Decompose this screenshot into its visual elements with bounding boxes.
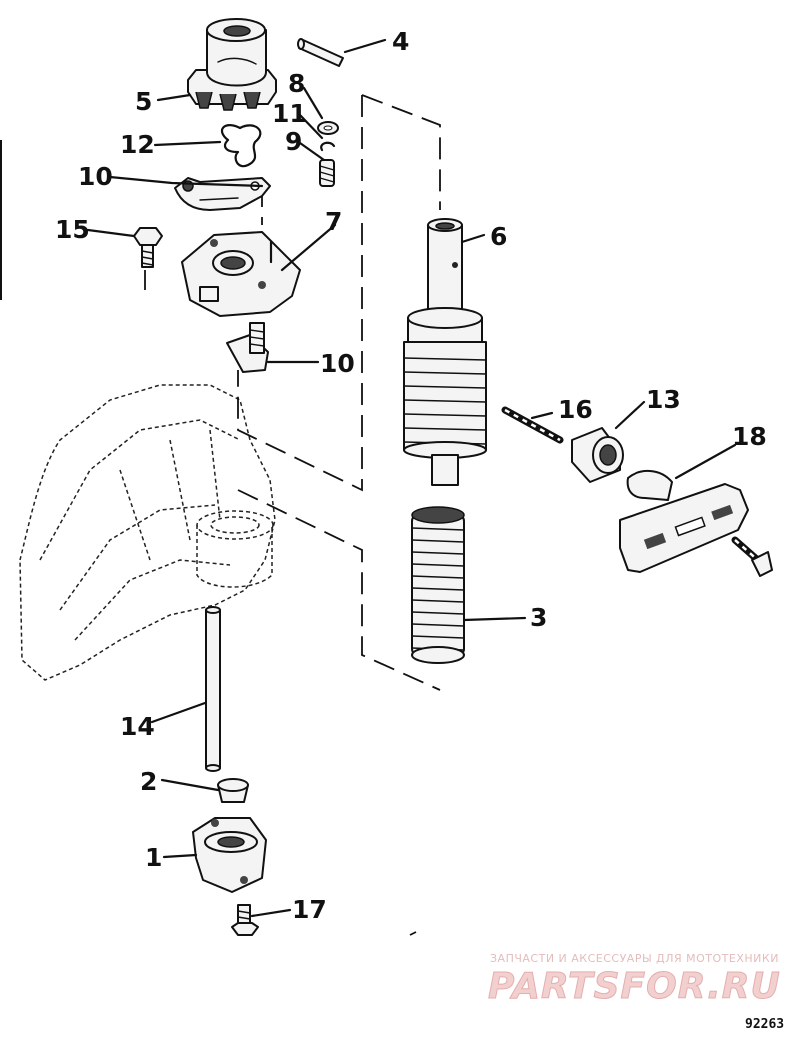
starter-handle: [619, 470, 749, 573]
callout-18: 18: [732, 422, 767, 451]
rod: [205, 606, 221, 772]
watermark-subtitle: ЗАПЧАСТИ И АКСЕССУАРЫ ДЛЯ МОТОТЕХНИКИ: [490, 952, 779, 965]
callout-8: 8: [288, 69, 305, 98]
figure-number: 92263: [745, 1017, 784, 1032]
callout-13: 13: [646, 385, 681, 414]
hex-bolt-lower: [231, 904, 259, 936]
small-washer: [317, 121, 339, 135]
callout-10-upper: 10: [78, 162, 113, 191]
pinion-gear: [187, 18, 277, 111]
hex-bolt-upper: [133, 227, 163, 268]
callout-11: 11: [272, 99, 307, 128]
callout-1: 1: [145, 843, 162, 872]
watermark-logo: PARTSFOR.RU: [488, 966, 781, 1007]
callout-14: 14: [120, 712, 155, 741]
callout-16: 16: [558, 395, 593, 424]
watermark: ЗАПЧАСТИ И АКСЕССУАРЫ ДЛЯ МОТОТЕХНИКИ PA…: [488, 952, 781, 1008]
leader-lines: [86, 38, 737, 918]
callout-17: 17: [292, 895, 327, 924]
pin: [297, 38, 344, 67]
pawl-pin: [226, 322, 269, 373]
housing-ghost-outline: [19, 384, 276, 681]
small-spring: [319, 159, 335, 187]
callout-15: 15: [55, 215, 90, 244]
e-clip: [320, 141, 336, 152]
bushing-cup: [217, 778, 249, 803]
callout-2: 2: [140, 767, 157, 796]
callout-12: 12: [120, 130, 155, 159]
callout-5: 5: [135, 87, 152, 116]
alignment-dashes: [144, 94, 441, 936]
retaining-clip: [221, 124, 262, 168]
starter-plate: [181, 231, 301, 317]
lower-bracket: [192, 817, 267, 893]
starter-spool: [403, 218, 487, 486]
callout-3: 3: [530, 603, 547, 632]
rope-bushing: [571, 427, 624, 483]
callout-6: 6: [490, 222, 507, 251]
callout-10-lower: 10: [320, 349, 355, 378]
callout-7: 7: [325, 207, 342, 236]
callout-9: 9: [285, 127, 302, 156]
callout-4: 4: [392, 27, 409, 56]
callout-labels: 4 5 8 11 9 12 10 15 7 6 10 16 13 18 3 14…: [55, 27, 767, 924]
rope-knot: [751, 551, 773, 577]
rewind-spring: [411, 506, 465, 664]
